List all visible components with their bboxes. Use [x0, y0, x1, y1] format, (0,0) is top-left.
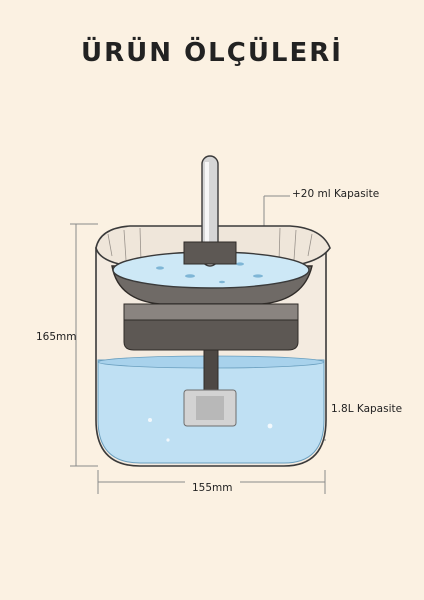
spout-base: [183, 241, 237, 265]
width-dimension: [97, 470, 326, 494]
width-label: 155mm: [192, 482, 233, 494]
page-title: ÜRÜN ÖLÇÜLERİ: [81, 38, 343, 68]
filter-layer-bottom: [123, 319, 299, 351]
height-dimension: [70, 223, 98, 467]
pump-stem: [203, 349, 219, 391]
top-capacity-label: +20 ml Kapasite: [292, 188, 380, 200]
water-capacity-label: 1.8L Kapasite: [331, 403, 403, 415]
height-label: 165mm: [36, 331, 77, 343]
filter-layer-top: [123, 303, 299, 321]
